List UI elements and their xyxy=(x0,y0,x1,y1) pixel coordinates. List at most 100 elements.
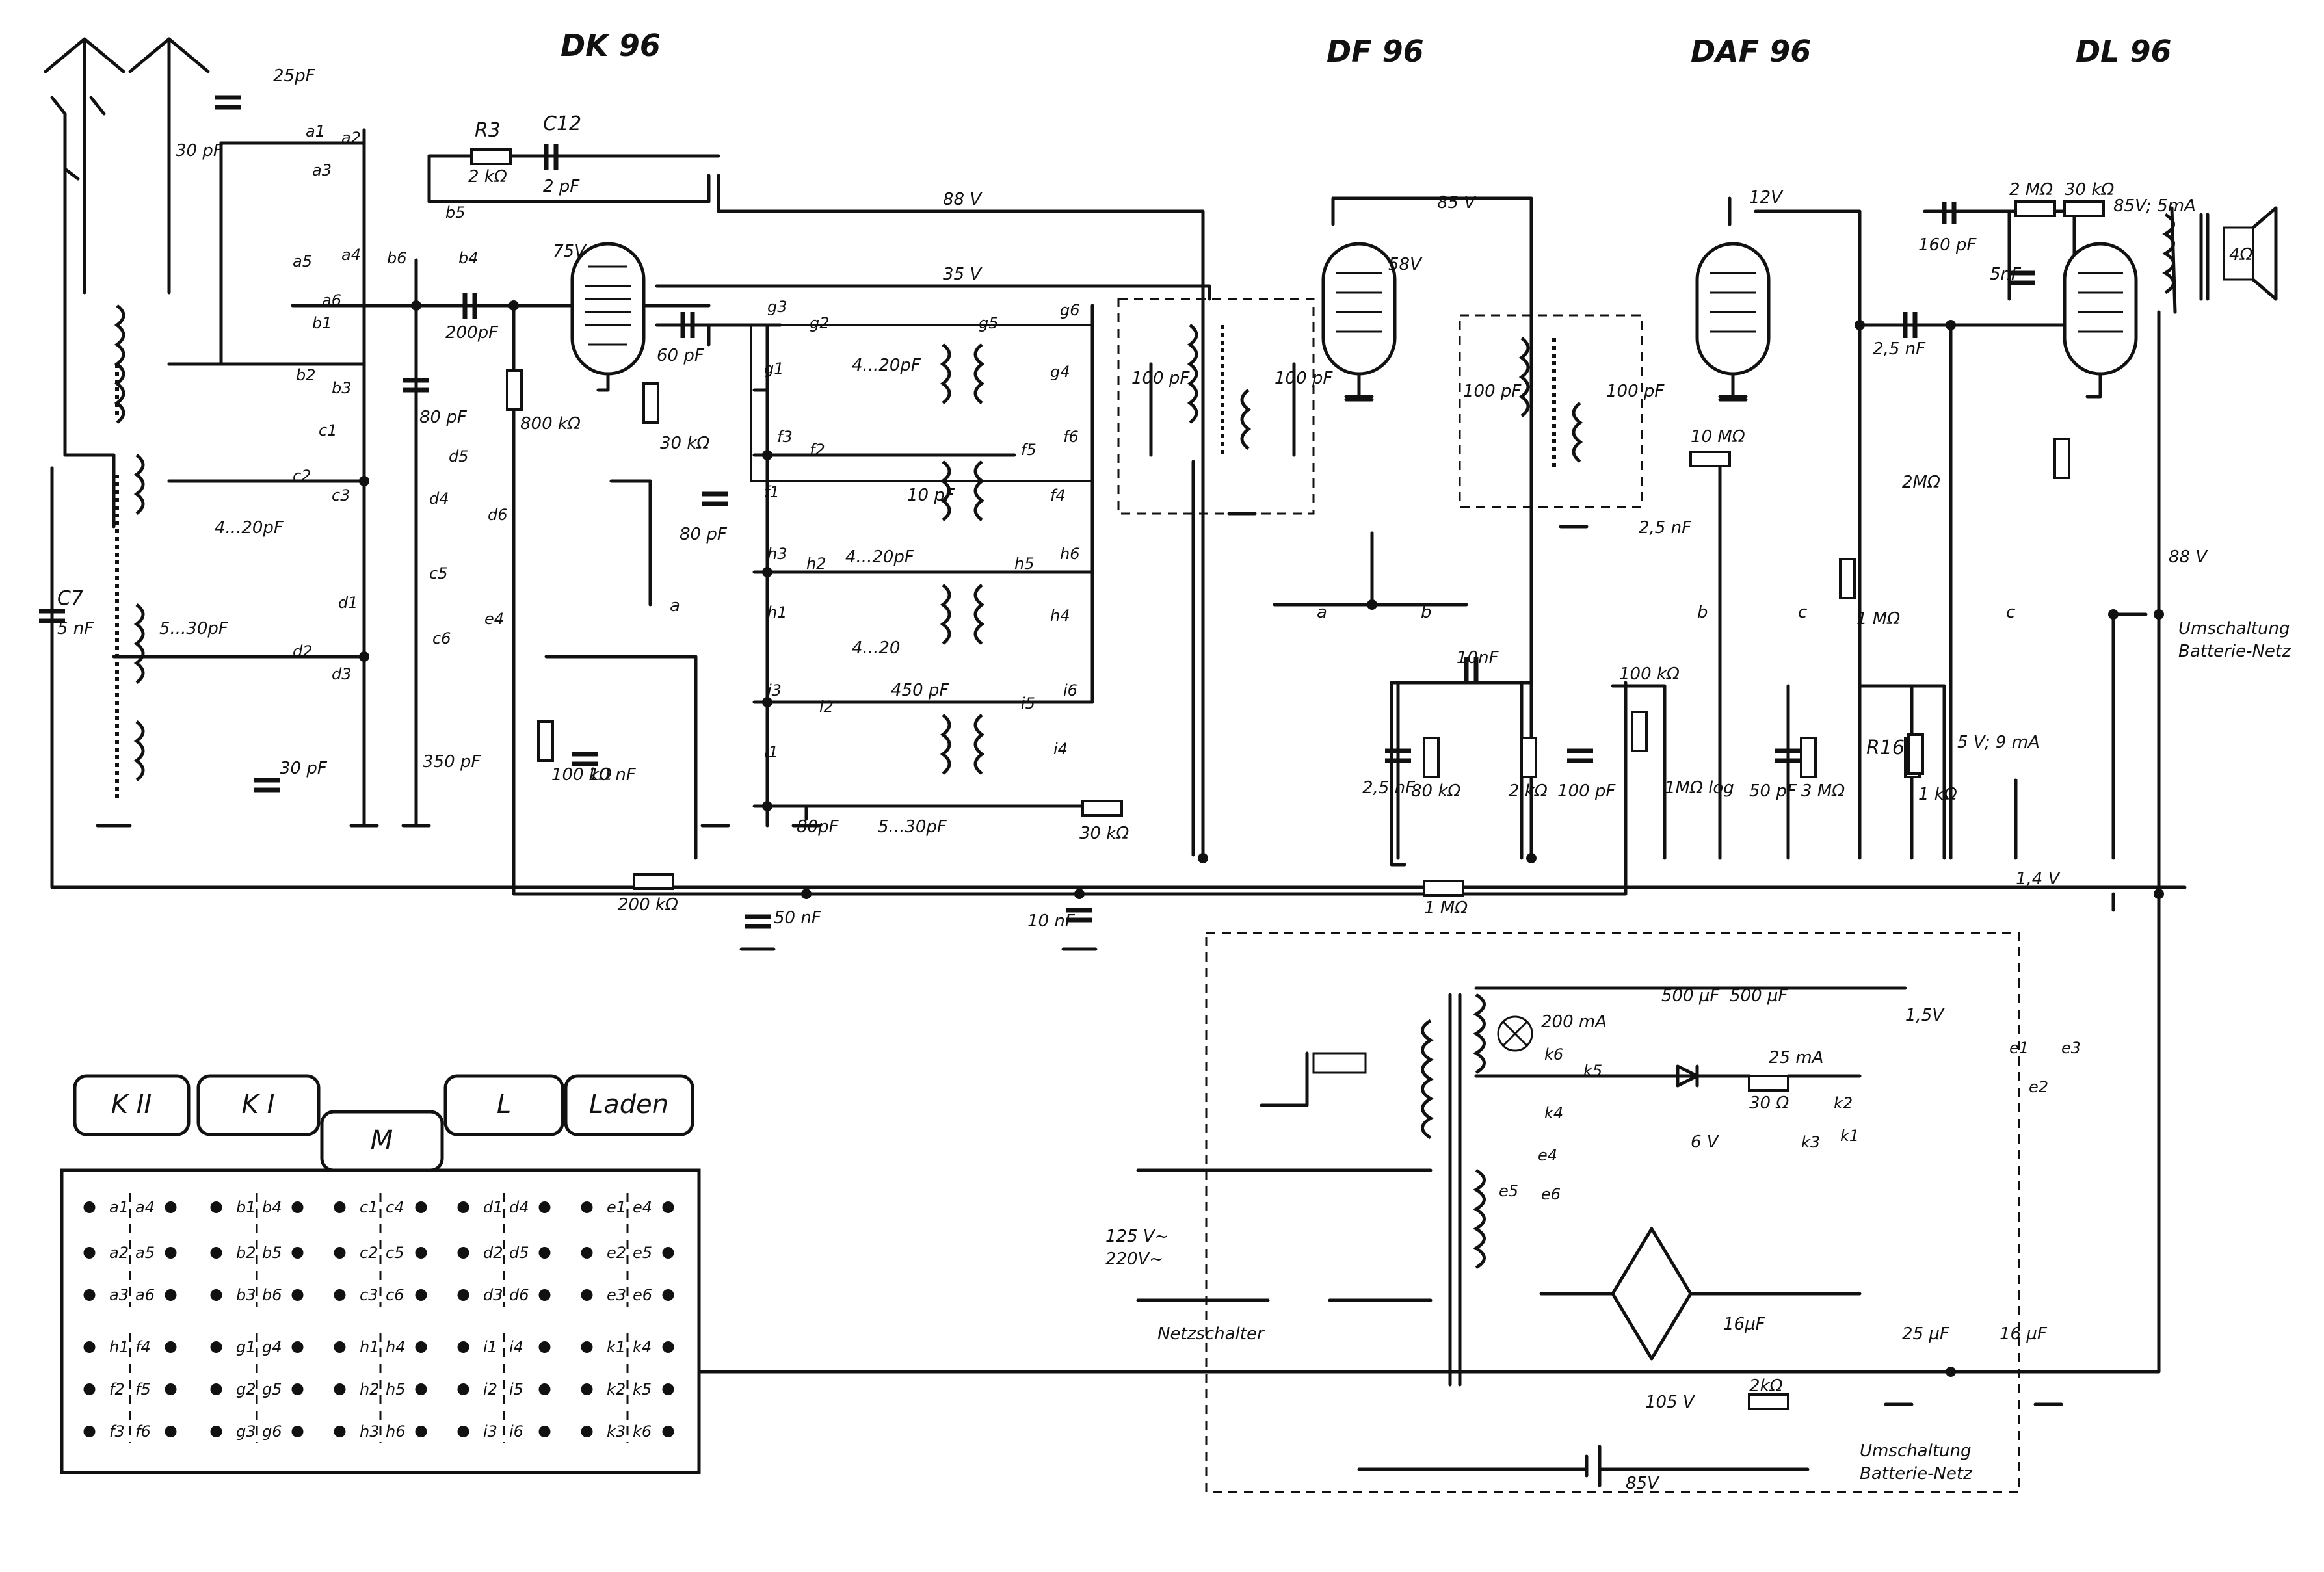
c-16uf-b: 16 µF xyxy=(2000,1324,2048,1344)
r-200k: 200 kΩ xyxy=(618,895,678,915)
c-160pf: 160 pF xyxy=(1918,235,1977,255)
r3: R3 xyxy=(475,119,501,142)
c-25pf: 25pF xyxy=(273,66,316,86)
c-200pf: 200pF xyxy=(445,323,499,343)
c-10nf-b: 10 nF xyxy=(1027,911,1076,931)
switch-contact-label: a4 xyxy=(135,1198,155,1216)
sw-i4: i4 xyxy=(1053,740,1068,758)
sw-e2: e2 xyxy=(2029,1078,2048,1096)
sw-c1: c1 xyxy=(319,421,337,439)
mains-220: 220V~ xyxy=(1105,1250,1163,1269)
c-100pf-c: 100 pF xyxy=(1463,382,1522,401)
sw-f1: f1 xyxy=(764,483,780,501)
switch-contact-label: f6 xyxy=(135,1422,151,1441)
switch-contact-label: a5 xyxy=(135,1244,155,1262)
sw-c5: c5 xyxy=(429,564,447,583)
switch-contact-label: c6 xyxy=(386,1286,404,1304)
switch-contact-label: k3 xyxy=(607,1422,626,1441)
switch-contact-dot xyxy=(415,1247,427,1259)
v85: 85 V xyxy=(1437,193,1477,213)
sw-g4: g4 xyxy=(1050,363,1070,381)
switch-tab-4[interactable]: Laden xyxy=(589,1090,668,1120)
tube-dl96 xyxy=(2063,242,2138,399)
switch-contact-label: g6 xyxy=(262,1422,282,1441)
switch-tab-3[interactable]: L xyxy=(497,1090,511,1120)
switch-contact-label: i1 xyxy=(483,1338,497,1356)
c-5-30-a: 5...30pF xyxy=(159,619,229,638)
junctions xyxy=(359,300,2164,1377)
switch-contact-label: d6 xyxy=(509,1286,529,1304)
switch-tab-1[interactable]: K I xyxy=(242,1090,275,1120)
speaker-icon xyxy=(2162,206,2278,301)
switch-contact-label: b1 xyxy=(236,1198,256,1216)
sw-a5: a5 xyxy=(293,252,312,270)
sw-a4: a4 xyxy=(341,246,361,264)
switch-contact-dot xyxy=(334,1426,346,1437)
c-2-5nf-a: 2,5 nF xyxy=(1362,778,1416,798)
switch-contact-label: i4 xyxy=(509,1338,523,1356)
power-supply xyxy=(1136,932,2020,1493)
switch-contact-dot xyxy=(210,1383,222,1395)
band-filter-coils xyxy=(750,324,1094,775)
switch-contact-label: a6 xyxy=(135,1286,155,1304)
switch-contact-label: e4 xyxy=(633,1198,652,1216)
switch-contact-dot xyxy=(83,1201,96,1213)
c-450pf: 450 pF xyxy=(891,681,949,700)
v85-5ma: 85V; 5mA xyxy=(2113,196,2196,216)
switch-contact-label: b5 xyxy=(262,1244,282,1262)
mains-125: 125 V~ xyxy=(1105,1227,1169,1246)
switch-contact-dot xyxy=(581,1289,593,1301)
switch-contact-label: g1 xyxy=(236,1338,256,1356)
sw-a2: a2 xyxy=(341,129,361,147)
switch-contact-label: k2 xyxy=(607,1380,626,1398)
c-4-20-a: 4...20pF xyxy=(852,356,921,375)
c-80pf-c: 80pF xyxy=(797,817,839,837)
sw-c2: c2 xyxy=(293,467,311,485)
c-30pf-b: 30 pF xyxy=(280,759,328,778)
v5-9ma: 5 V; 9 mA xyxy=(1957,733,2040,752)
sw-k2: k2 xyxy=(1834,1094,1853,1112)
switch-contact-dot xyxy=(415,1341,427,1353)
sw-d3: d3 xyxy=(332,665,352,683)
c-100pf-a: 100 pF xyxy=(1131,369,1190,388)
switch-contact-label: d2 xyxy=(483,1244,503,1262)
switch-contact-label: e5 xyxy=(633,1244,652,1262)
switch-contact-label: k5 xyxy=(633,1380,652,1398)
sw-g2: g2 xyxy=(810,314,830,332)
sw-b1: b1 xyxy=(312,314,332,332)
switch-contact-dot xyxy=(291,1289,304,1301)
v1-4: 1,4 V xyxy=(2016,869,2061,889)
switch-contact-dot xyxy=(83,1341,96,1353)
switch-tab-0[interactable]: K II xyxy=(111,1090,152,1120)
switch-tab-2[interactable]: M xyxy=(371,1125,393,1155)
c-4-20-c: 4...20pF xyxy=(215,518,284,538)
switch-contact-label: i3 xyxy=(483,1422,497,1441)
c-100pf-b: 100 pF xyxy=(1274,369,1333,388)
sw-f2: f2 xyxy=(810,441,825,459)
input-coils xyxy=(114,304,145,800)
switch-contact-dot xyxy=(662,1289,674,1301)
switch-contact-dot xyxy=(210,1341,222,1353)
switch-contact-dot xyxy=(291,1383,304,1395)
c7-value: 5 nF xyxy=(57,619,94,638)
c12-value: 2 pF xyxy=(543,177,580,196)
switch-contact-dot xyxy=(334,1383,346,1395)
tube-title-dl96: DL 96 xyxy=(2076,34,2172,69)
sw-i2: i2 xyxy=(819,698,834,716)
c-50pf: 50 pF xyxy=(1749,781,1797,801)
resistors xyxy=(470,148,2105,1410)
switch-contact-label: i5 xyxy=(509,1380,523,1398)
switch-contact-dot xyxy=(334,1341,346,1353)
antenna-symbol xyxy=(44,37,210,529)
v58-label: 58V xyxy=(1388,255,1423,274)
sw-h4: h4 xyxy=(1050,607,1070,625)
sw-k1: k1 xyxy=(1840,1127,1859,1145)
r-30k-c: 30 kΩ xyxy=(2065,180,2114,200)
switch-contact-label: c3 xyxy=(360,1286,378,1304)
switch-contact-label: i2 xyxy=(483,1380,497,1398)
note-netzschalter: Netzschalter xyxy=(1157,1324,1265,1344)
c-80pf-a: 80 pF xyxy=(419,408,468,427)
switch-contact-dot xyxy=(581,1426,593,1437)
c7: C7 xyxy=(57,587,83,610)
